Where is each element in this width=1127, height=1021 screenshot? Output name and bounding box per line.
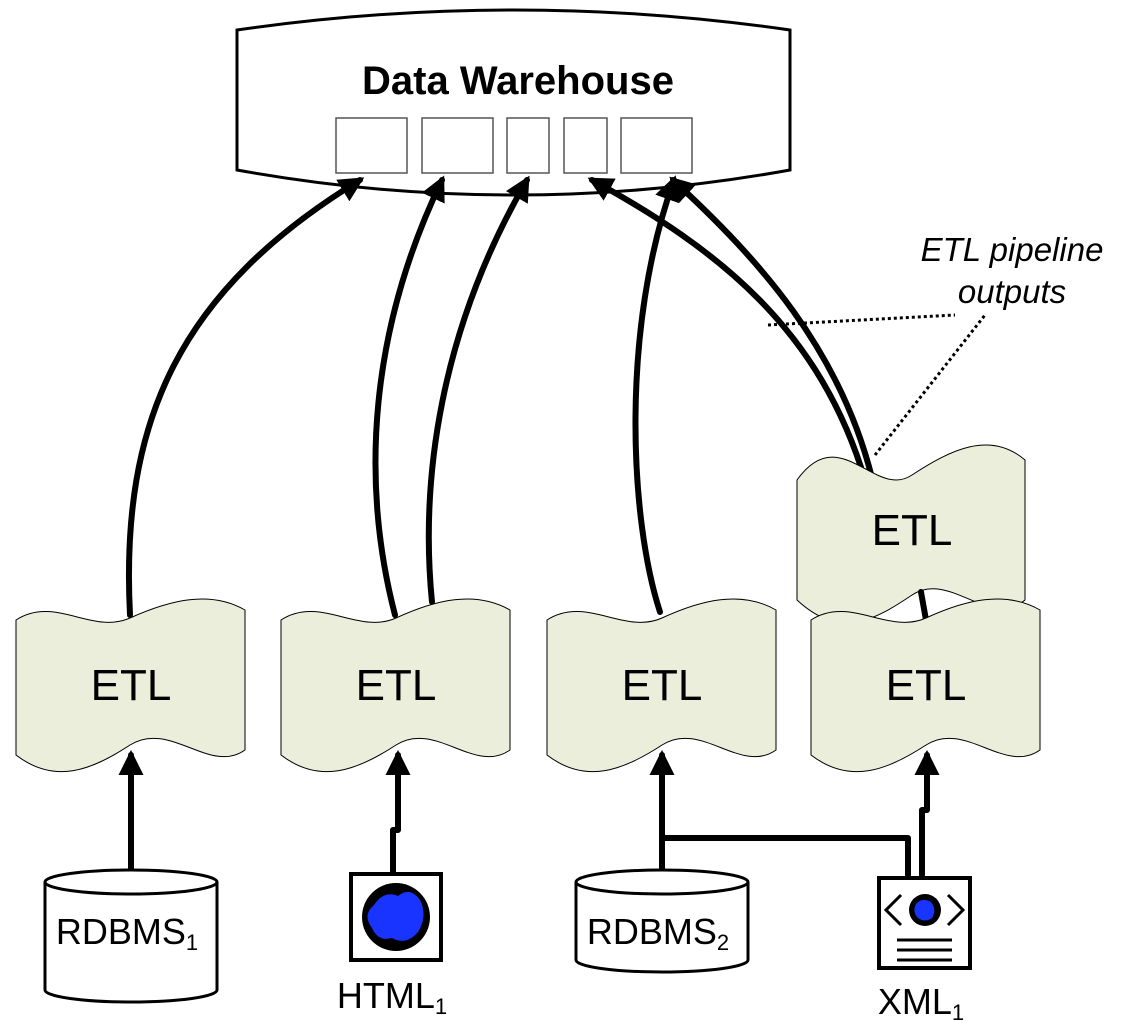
annotation-leaders xyxy=(767,313,987,456)
output-arrow-1 xyxy=(125,177,365,618)
output-arrow-6 xyxy=(669,176,875,481)
stage-link xyxy=(918,589,929,623)
source-label: RDBMS2 xyxy=(587,911,729,955)
source-rdbms1: RDBMS1 xyxy=(43,868,219,1004)
source-rdbms2: RDBMS2 xyxy=(574,868,750,974)
etl-box-1: ETL xyxy=(15,598,246,773)
warehouse-table-slot xyxy=(335,117,408,174)
output-arrow-2 xyxy=(372,175,445,618)
etl-box-3: ETL xyxy=(546,598,777,773)
source-label: HTML1 xyxy=(337,975,447,1019)
output-arrow-4 xyxy=(632,175,680,615)
xml-document-icon xyxy=(877,876,972,970)
etl-box-label: ETL xyxy=(622,661,703,710)
annotation-line-2: outputs xyxy=(958,273,1066,310)
warehouse-table-slot xyxy=(506,117,550,174)
etl-box-label: ETL xyxy=(872,506,953,555)
etl-box-shape xyxy=(546,598,777,773)
etl-box-stage-2: ETL xyxy=(796,444,1026,624)
database-icon xyxy=(574,868,750,974)
etl-box-label: ETL xyxy=(356,661,437,710)
etl-box-shape xyxy=(15,598,246,773)
input-arrow-xml1 xyxy=(914,749,940,878)
etl-box-shape xyxy=(810,598,1041,773)
annotation-label: ETL pipeline outputs xyxy=(921,231,1104,310)
source-xml1: XML1 xyxy=(877,876,972,1021)
web-page-globe-icon xyxy=(349,872,443,962)
join-line-rdbms2-xml xyxy=(659,835,911,878)
warehouse-table-slot xyxy=(421,117,494,174)
database-icon xyxy=(43,868,219,1004)
output-arrow-5 xyxy=(587,177,868,483)
source-label: RDBMS1 xyxy=(56,911,198,955)
warehouse-table-slot xyxy=(620,117,693,174)
etl-box-label: ETL xyxy=(91,661,172,710)
source-label: XML1 xyxy=(878,981,964,1021)
annotation-line-1: ETL pipeline xyxy=(921,231,1104,268)
source-input-arrows xyxy=(118,749,940,878)
pipeline-output-arrows xyxy=(125,175,875,618)
etl-box-shape xyxy=(796,444,1026,624)
annotation-leader-line xyxy=(873,314,987,456)
data-warehouse: Data Warehouse xyxy=(235,8,792,197)
output-arrow-3 xyxy=(425,175,530,605)
annotation-leader-line xyxy=(767,313,956,327)
warehouse-title: Data Warehouse xyxy=(362,59,674,103)
etl-box-label: ETL xyxy=(886,661,967,710)
source-html1: HTML1 xyxy=(337,872,447,1019)
input-arrow-html1 xyxy=(385,749,411,875)
warehouse-table-slot xyxy=(563,117,608,174)
etl-box-2: ETL xyxy=(280,598,511,773)
etl-box-shape xyxy=(280,598,511,773)
etl-box-4: ETL xyxy=(810,598,1041,773)
